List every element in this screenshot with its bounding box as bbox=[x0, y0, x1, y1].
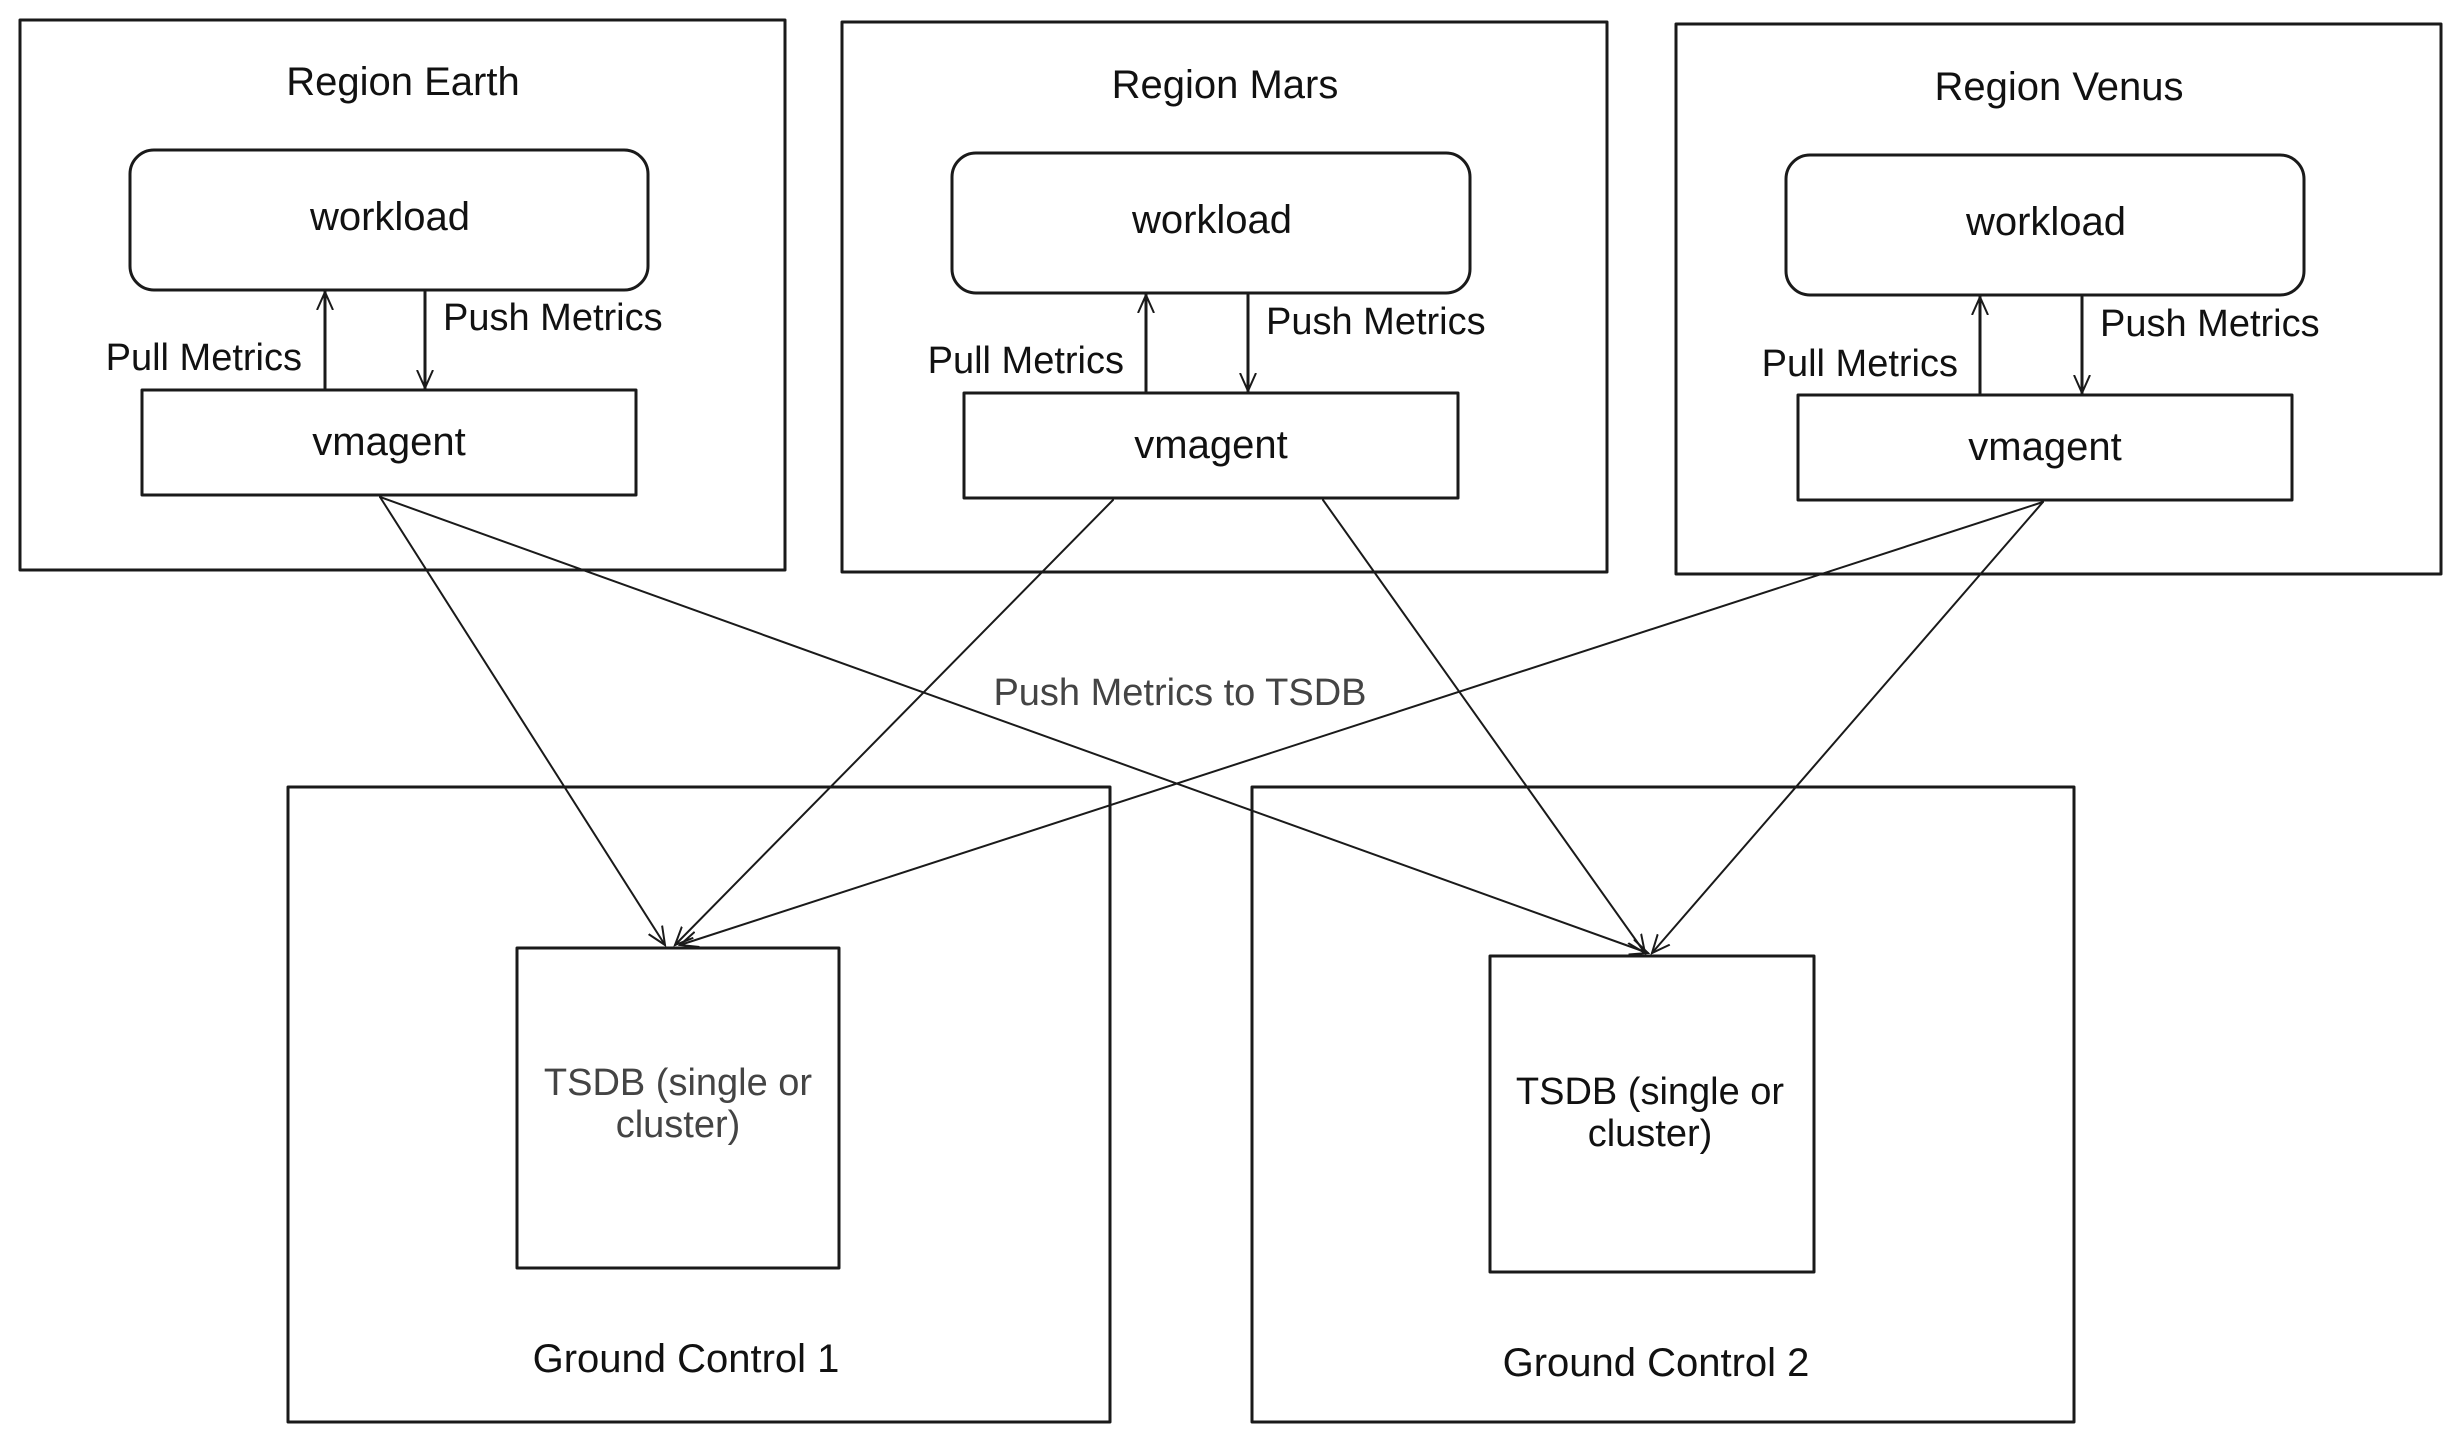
earth-to-tsdb-1-arrow bbox=[379, 496, 665, 945]
ground-control-2: TSDB (single or cluster) Ground Control … bbox=[1250, 785, 2076, 1424]
region-earth-title: Region Earth bbox=[286, 60, 519, 104]
venus-vmagent-box bbox=[1796, 393, 2294, 502]
region-mars-title: Region Mars bbox=[1112, 63, 1339, 107]
venus-to-tsdb-1-arrow bbox=[680, 501, 2044, 945]
tsdb-1-label-line2: cluster) bbox=[616, 1104, 741, 1146]
region-venus-frame bbox=[1674, 22, 2443, 576]
venus-workload-box bbox=[1784, 153, 2306, 297]
ground-control-1-title: Ground Control 1 bbox=[533, 1337, 840, 1381]
region-earth-frame bbox=[18, 18, 787, 572]
tsdb-2-box bbox=[1488, 954, 1816, 1274]
mars-vmagent-box bbox=[962, 391, 1460, 500]
venus-to-tsdb-2-arrow bbox=[1652, 501, 2044, 953]
mars-pull-label: Pull Metrics bbox=[928, 340, 1124, 382]
venus-vmagent-label: vmagent bbox=[1968, 425, 2121, 469]
mars-push-label: Push Metrics bbox=[1266, 301, 1486, 343]
ground-control-1-frame bbox=[286, 785, 1112, 1424]
region-venus-title: Region Venus bbox=[1934, 65, 2183, 109]
earth-push-label: Push Metrics bbox=[443, 297, 663, 339]
mars-to-tsdb-2-arrow bbox=[1322, 499, 1645, 953]
mars-to-tsdb-1-arrow bbox=[675, 499, 1114, 945]
venus-push-label: Push Metrics bbox=[2100, 303, 2320, 345]
tsdb-1-label-line1: TSDB (single or bbox=[544, 1062, 813, 1104]
mars-workload-label: workload bbox=[1131, 198, 1292, 242]
venus-pull-label: Pull Metrics bbox=[1762, 343, 1958, 385]
earth-workload-label: workload bbox=[309, 195, 470, 239]
push-to-tsdb-label: Push Metrics to TSDB bbox=[993, 672, 1366, 714]
region-mars: Region Mars workload vmagent Pull Metric… bbox=[840, 20, 1609, 574]
ground-control-2-title: Ground Control 2 bbox=[1503, 1341, 1810, 1385]
venus-workload-label: workload bbox=[1965, 200, 2126, 244]
push-to-tsdb-arrows bbox=[379, 496, 2044, 953]
tsdb-2-label-line2: cluster) bbox=[1588, 1113, 1713, 1155]
region-mars-frame bbox=[840, 20, 1609, 574]
tsdb-2-label-line1: TSDB (single or bbox=[1516, 1071, 1785, 1113]
earth-workload-box bbox=[128, 148, 650, 292]
region-earth: Region Earth workload vmagent Pull Metri… bbox=[18, 18, 787, 572]
ground-control-1: TSDB (single or cluster) Ground Control … bbox=[286, 785, 1112, 1424]
ground-control-2-frame bbox=[1250, 785, 2076, 1424]
earth-to-tsdb-2-arrow bbox=[379, 496, 1648, 953]
mars-vmagent-label: vmagent bbox=[1134, 423, 1287, 467]
earth-vmagent-box bbox=[140, 388, 638, 497]
earth-vmagent-label: vmagent bbox=[312, 420, 465, 464]
earth-pull-label: Pull Metrics bbox=[106, 337, 302, 379]
region-venus: Region Venus workload vmagent Pull Metri… bbox=[1674, 22, 2443, 576]
mars-workload-box bbox=[950, 151, 1472, 295]
